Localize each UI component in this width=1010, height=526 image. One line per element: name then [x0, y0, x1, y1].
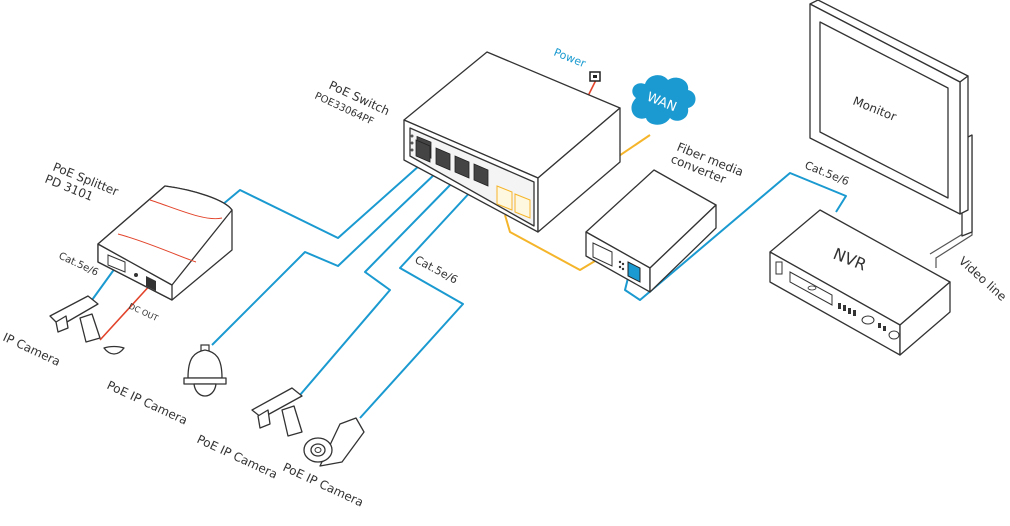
cable-switch-converter: [504, 214, 601, 271]
switch-sfp-port-2[interactable]: [514, 193, 531, 219]
power-outlet-icon: [589, 71, 601, 82]
power-label: Power: [552, 46, 588, 71]
converter-ethernet-port[interactable]: [627, 261, 641, 283]
bullet-camera-icon: [49, 295, 125, 355]
box-camera-icon: [251, 387, 303, 437]
ip-camera-label: IP Camera: [1, 330, 63, 369]
monitor-icon: [809, 0, 973, 237]
media-converter-icon[interactable]: [585, 169, 717, 293]
cable-switch-bullet-camera: [359, 187, 475, 419]
cloud-icon: [631, 75, 696, 125]
switch-port-2[interactable]: [435, 147, 451, 171]
cable-switch-splitter: [221, 164, 421, 239]
splitter-dc-port[interactable]: [146, 276, 156, 291]
bullet-camera-2-icon: [303, 417, 365, 467]
switch-port-1[interactable]: [415, 139, 431, 163]
switch-port-3[interactable]: [454, 155, 470, 179]
nvr-icon[interactable]: [769, 209, 951, 356]
cable-label-switch-camera: Cat.5e/6: [413, 253, 460, 286]
dome-camera-icon: [183, 344, 227, 397]
cable-switch-box-camera: [299, 179, 456, 396]
poe-camera-2-label: PoE IP Camera: [195, 432, 280, 482]
dc-out-label: DC OUT: [127, 302, 159, 323]
switch-sfp-port-1[interactable]: [496, 185, 513, 211]
poe-camera-3-label: PoE IP Camera: [281, 460, 366, 510]
switch-port-4[interactable]: [473, 163, 489, 187]
cable-label-converter-nvr: Cat.5e/6: [803, 159, 851, 189]
cable-label-splitter-camera: Cat.5e/6: [57, 251, 100, 279]
cable-switch-dome-camera: [211, 171, 438, 346]
cable-dc-out: [99, 282, 153, 341]
poe-switch-icon[interactable]: [403, 51, 621, 233]
cable-converter-nvr: [624, 172, 847, 301]
poe-camera-1-label: PoE IP Camera: [105, 378, 190, 428]
poe-splitter-icon[interactable]: [97, 185, 233, 301]
video-line-label: Video line: [956, 254, 1009, 304]
